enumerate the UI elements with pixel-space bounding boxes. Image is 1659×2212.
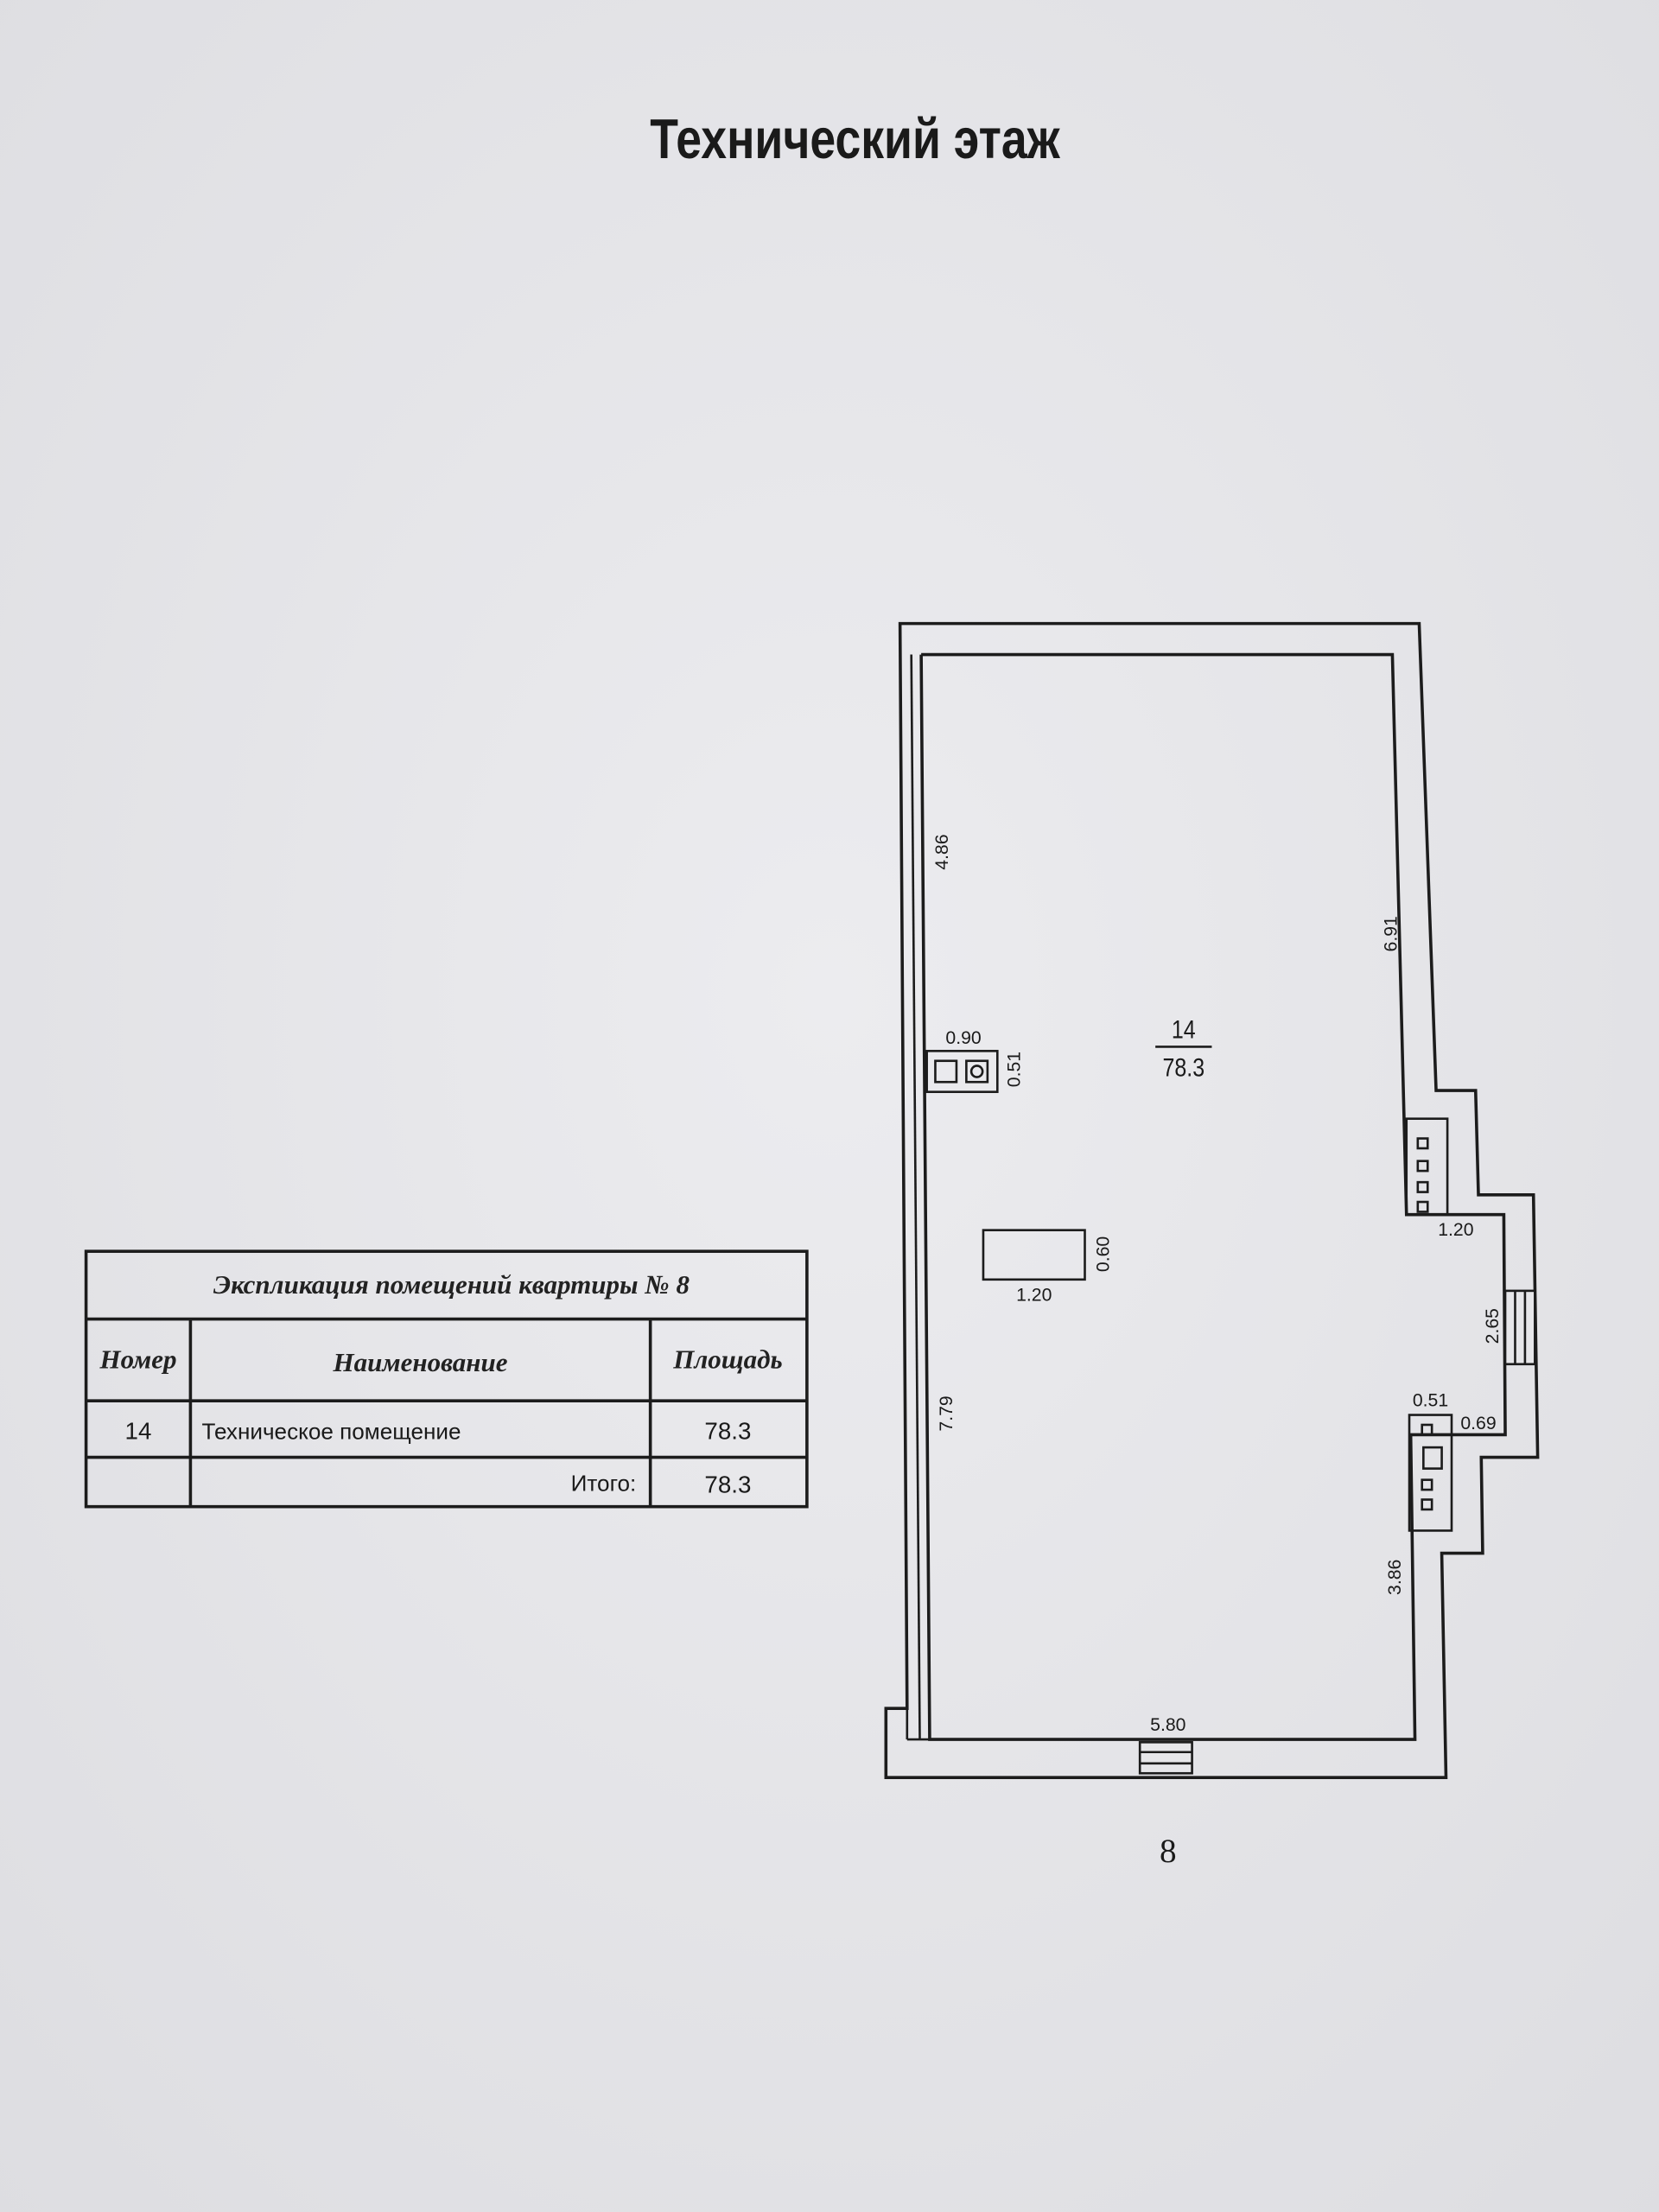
- central-block: [982, 1229, 1086, 1281]
- explication-table: Экспликация помещений квартиры № 8 Номер…: [84, 1249, 809, 1509]
- fixture-left: [925, 1050, 999, 1093]
- table-caption: Экспликация помещений квартиры № 8: [213, 1269, 690, 1300]
- header-name: Наименование: [333, 1347, 508, 1377]
- page-number: 8: [1160, 1833, 1177, 1870]
- inner-wall-left-line: [910, 654, 921, 1740]
- header-number: Номер: [99, 1344, 177, 1375]
- dim-fixture-left-depth: 0.51: [1004, 1052, 1024, 1087]
- total-value: 78.3: [704, 1471, 751, 1497]
- dim-block-depth: 0.60: [1093, 1236, 1113, 1272]
- inner-wall: [919, 652, 1507, 1741]
- row-number: 14: [125, 1417, 152, 1444]
- row-area: 78.3: [704, 1417, 751, 1444]
- row-name: Техническое помещение: [201, 1418, 461, 1444]
- fixture-lower-right: [1408, 1414, 1453, 1532]
- room-area: 78.3: [1162, 1053, 1205, 1082]
- dim-right-lower: 3.86: [1385, 1560, 1405, 1595]
- dim-block-width: 1.20: [1016, 1285, 1052, 1305]
- dim-fixture-left-width: 0.90: [945, 1028, 981, 1048]
- dim-niche-width: 1.20: [1438, 1220, 1473, 1240]
- outer-wall: [884, 621, 1540, 1779]
- room-number: 14: [1172, 1015, 1196, 1044]
- dim-left-lower: 7.79: [937, 1395, 957, 1431]
- total-label: Итого:: [571, 1471, 637, 1497]
- dim-bottom: 5.80: [1150, 1715, 1185, 1735]
- dim-fixture-right-offset: 0.69: [1460, 1414, 1496, 1433]
- dim-fixture-right-width: 0.51: [1413, 1391, 1448, 1411]
- page-title: Технический этаж: [650, 107, 1060, 170]
- window-right: [1503, 1289, 1536, 1366]
- table-total-row: Итого: 78.3: [571, 1471, 752, 1498]
- dim-left-upper: 4.86: [932, 834, 952, 869]
- cabinet-upper-right: [1405, 1117, 1449, 1217]
- dim-right-upper: 6.91: [1381, 916, 1401, 951]
- dim-niche-depth: 2.65: [1483, 1308, 1503, 1344]
- table-row: 14 Техническое помещение 78.3: [125, 1417, 752, 1444]
- header-area: Площадь: [672, 1344, 782, 1375]
- window-bottom: [1138, 1741, 1193, 1775]
- floor-plan: 14 78.3 4.86 7.79 6.91 3.86 5.80 0.90 0.…: [884, 621, 1540, 1779]
